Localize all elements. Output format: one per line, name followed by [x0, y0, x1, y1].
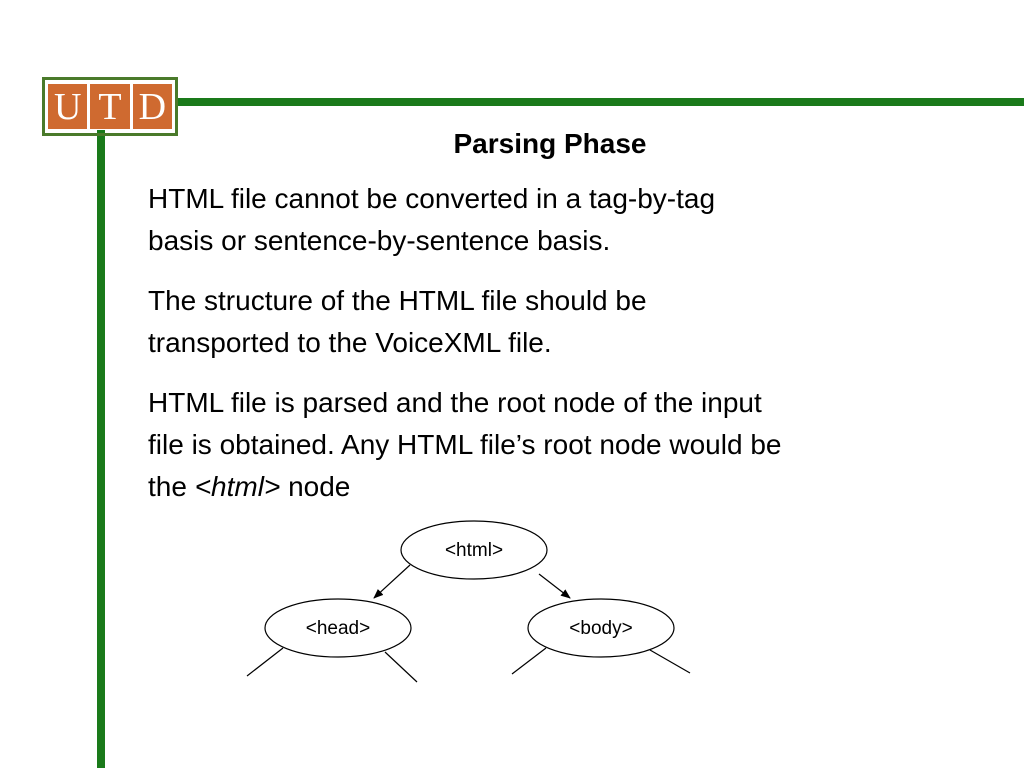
tree-node-right-label: <body> [569, 618, 632, 639]
paragraph-2-line-2: transported to the VoiceXML file. [148, 327, 552, 358]
tree-node-root-label: <html> [445, 540, 503, 561]
slide-body: HTML file cannot be converted in a tag-b… [148, 178, 948, 526]
tree-edge-left-child-1 [246, 647, 284, 677]
paragraph-3-line-3-prefix: the [148, 471, 195, 502]
tree-node-right [527, 598, 675, 658]
paragraph-1-line-1: HTML file cannot be converted in a tag-b… [148, 183, 716, 214]
tree-node-root [400, 520, 548, 580]
top-accent-bar [176, 98, 1024, 106]
paragraph-1: HTML file cannot be converted in a tag-b… [148, 178, 948, 262]
logo-letter-d: D [132, 84, 172, 129]
left-accent-bar [97, 130, 105, 768]
paragraph-3-line-2: file is obtained. Any HTML file’s root n… [148, 429, 782, 460]
tree-node-left [264, 598, 412, 658]
paragraph-2: The structure of the HTML file should be… [148, 280, 948, 364]
tree-edge-right-child-1 [511, 647, 547, 675]
paragraph-3: HTML file is parsed and the root node of… [148, 382, 948, 508]
utd-logo: U T D [42, 77, 178, 136]
paragraph-3-line-1: HTML file is parsed and the root node of… [148, 387, 762, 418]
paragraph-3-line-3-suffix: node [280, 471, 351, 502]
paragraph-1-line-2: basis or sentence-by-sentence basis. [148, 225, 611, 256]
html-tag-emphasis: <html> [194, 471, 281, 502]
tree-edge-root-right [538, 573, 571, 599]
tree-edge-root-left [373, 564, 411, 599]
tree-edge-left-child-2 [384, 651, 418, 683]
tree-node-left-label: <head> [306, 618, 370, 639]
logo-letter-u: U [48, 84, 88, 129]
tree-edge-right-child-2 [649, 649, 691, 674]
slide-title: Parsing Phase [453, 128, 647, 159]
logo-letter-t: T [90, 84, 130, 129]
paragraph-2-line-1: The structure of the HTML file should be [148, 285, 647, 316]
